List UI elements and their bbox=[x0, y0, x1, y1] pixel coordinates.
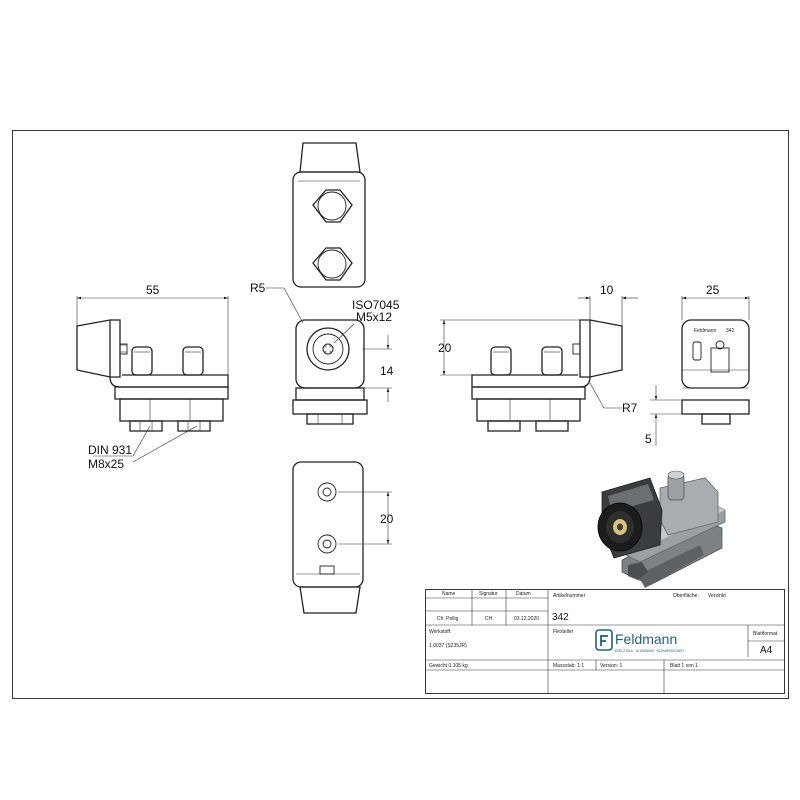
isometric-render bbox=[597, 470, 726, 588]
front-view-right bbox=[471, 319, 623, 432]
article-number-value: 342 bbox=[552, 612, 569, 623]
drawing-frame bbox=[12, 130, 789, 699]
scale: Massstab: 1:1 bbox=[553, 663, 584, 669]
title-block: Name Signatur Datum Artikelnummer Oberfl… bbox=[425, 589, 785, 694]
weight: Gewicht 0.105 kg bbox=[429, 663, 468, 669]
din-label: DIN 931 bbox=[88, 443, 132, 457]
front-view-center bbox=[292, 319, 368, 425]
sheet-number: Blatt 1 von 1 bbox=[670, 663, 698, 669]
part-brand-mark: Feldmann bbox=[694, 328, 716, 334]
part-number-mark: 342 bbox=[726, 328, 735, 334]
iso-label: ISO7045 bbox=[352, 298, 400, 312]
header-article-number: Artikelnummer bbox=[553, 593, 586, 599]
dim-20-side: 20 bbox=[438, 341, 452, 355]
r5-label: R5 bbox=[250, 281, 266, 295]
feldmann-logo: Feldmann EDELSTAHL · ALUMINIUM · SCHMIED… bbox=[595, 629, 684, 653]
header-name: Name bbox=[442, 591, 456, 597]
date-value: 03.12.2020 bbox=[514, 616, 539, 622]
dim-10: 10 bbox=[600, 283, 614, 297]
dim-5: 5 bbox=[645, 432, 652, 446]
bottom-view bbox=[292, 461, 364, 614]
front-view-left bbox=[76, 319, 229, 432]
brand-tagline: EDELSTAHL · ALUMINIUM · SCHMIEDEKUNST bbox=[615, 649, 684, 653]
header-surface: Oberfläche: bbox=[673, 593, 699, 599]
dim-25: 25 bbox=[706, 283, 720, 297]
dim-14: 14 bbox=[380, 364, 394, 378]
name-value: Ch. Pollig bbox=[437, 616, 459, 622]
brand-name: Feldmann bbox=[615, 631, 677, 647]
top-view bbox=[292, 142, 366, 288]
sheet-format-value: A4 bbox=[760, 645, 773, 656]
r7-label: R7 bbox=[622, 401, 638, 415]
screw-size-label: M5x12 bbox=[356, 310, 392, 324]
description: Flexteller bbox=[553, 629, 574, 635]
sheet-format-label: Blattformat bbox=[753, 631, 778, 637]
dim-55: 55 bbox=[146, 283, 160, 297]
header-signature: Signatur bbox=[479, 591, 498, 597]
material-label: Werkstoff: bbox=[429, 629, 451, 635]
dim-20-bottom: 20 bbox=[380, 512, 394, 526]
material-value: 1.0037 (S235JR) bbox=[429, 643, 467, 649]
side-view: Feldmann 342 bbox=[681, 319, 750, 425]
header-date: Datum bbox=[516, 591, 531, 597]
signature-value: CH bbox=[485, 616, 493, 622]
version: Version: 1 bbox=[600, 663, 622, 669]
surface-value: Verzinkt bbox=[708, 593, 726, 599]
bolt-label: M8x25 bbox=[88, 457, 124, 471]
